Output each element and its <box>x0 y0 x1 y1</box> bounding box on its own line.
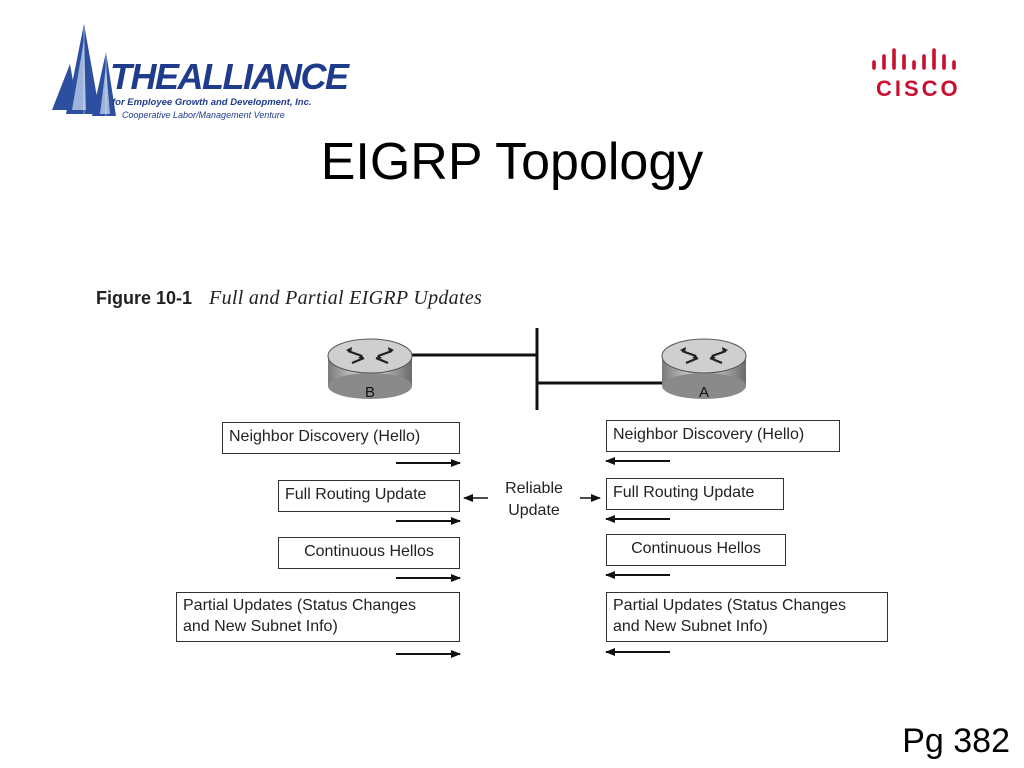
left-box-partial-updates: Partial Updates (Status Changes and New … <box>176 592 460 642</box>
right-box-partial-line-2: and New Subnet Info) <box>613 618 768 635</box>
page-number: Pg 382 <box>902 722 1010 760</box>
left-box-continuous-hellos: Continuous Hellos <box>278 537 460 569</box>
right-box-full-routing-update: Full Routing Update <box>606 478 784 510</box>
figure-title: Full and Partial EIGRP Updates <box>209 287 483 309</box>
alliance-logo: THEALLIANCE for Employee Growth and Deve… <box>48 18 349 130</box>
alliance-logo-name: THEALLIANCE <box>110 56 349 97</box>
alliance-logo-tagline: for Employee Growth and Development, Inc… <box>112 97 312 108</box>
router-a-icon <box>661 338 747 399</box>
left-box-neighbor-discovery: Neighbor Discovery (Hello) <box>222 422 460 454</box>
right-box-partial-updates: Partial Updates (Status Changes and New … <box>606 592 888 642</box>
right-box-partial-line-1: Partial Updates (Status Changes <box>613 597 847 614</box>
right-box-continuous-hellos: Continuous Hellos <box>606 534 786 566</box>
router-b-icon <box>327 338 413 399</box>
router-a-label: A <box>699 384 709 401</box>
router-b-label: B <box>365 384 375 401</box>
reliable-update-label: Reliable Update <box>488 478 580 522</box>
cisco-bars-icon <box>872 48 956 70</box>
cisco-logo: CISCO <box>866 46 962 102</box>
left-box-partial-line-1: Partial Updates (Status Changes <box>183 597 417 614</box>
figure-caption: Figure 10-1 Full and Partial EIGRP Updat… <box>96 287 482 310</box>
alliance-mountain-icon <box>52 24 116 116</box>
reliable-update-line-2: Update <box>508 502 560 519</box>
slide-title: EIGRP Topology <box>320 133 704 191</box>
left-box-partial-line-2: and New Subnet Info) <box>183 618 338 635</box>
right-box-neighbor-discovery: Neighbor Discovery (Hello) <box>606 420 840 452</box>
left-box-full-routing-update: Full Routing Update <box>278 480 460 512</box>
reliable-update-line-1: Reliable <box>505 480 563 497</box>
figure-label: Figure 10-1 <box>96 288 193 308</box>
alliance-logo-subtitle: Cooperative Labor/Management Venture <box>122 110 285 120</box>
cisco-logo-name: CISCO <box>876 76 961 101</box>
